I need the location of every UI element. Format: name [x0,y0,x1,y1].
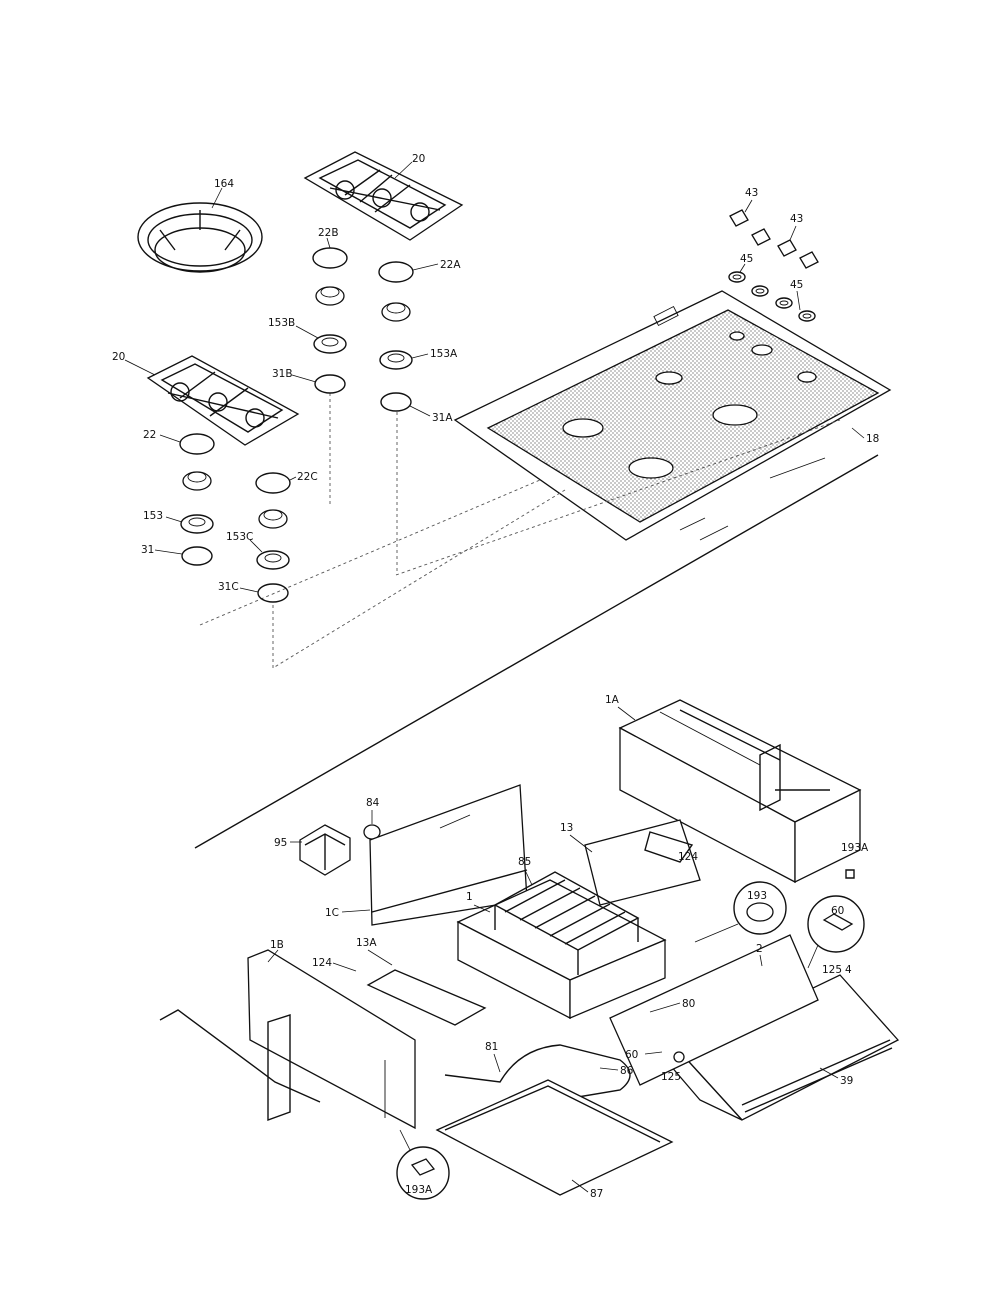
label-153c: 153C [226,531,253,543]
label-153a: 153A [430,348,458,360]
screw-193a-right [845,869,855,879]
label-193a-right: 193A [841,842,869,854]
label-1a: 1A [605,694,620,706]
label-2: 2 [756,943,763,955]
bolt-125 [673,1051,685,1063]
label-18: 18 [866,433,879,445]
label-193a-bottom: 193A [405,1184,433,1196]
label-125-right: 125 [822,964,842,976]
label-124-right: 124 [678,851,698,863]
burner-bases-153 [180,334,413,570]
label-4: 4 [845,964,852,976]
seal-rings-31 [181,374,412,603]
label-124-left: 124 [312,957,332,969]
label-22b: 22B [318,227,339,239]
section-divider-line [194,454,879,849]
cooktop-18 [453,290,892,541]
label-87: 87 [590,1188,603,1200]
label-20-left: 20 [112,351,125,363]
broil-element-81 [444,1044,631,1101]
label-43-a: 43 [745,187,758,199]
label-45-b: 45 [790,279,803,291]
bracket-13 [584,819,701,906]
label-39: 39 [840,1075,853,1087]
assembly-dashed-lines [199,393,841,669]
label-153b: 153B [268,317,295,329]
label-22: 22 [143,429,156,441]
label-22a: 22A [440,259,461,271]
label-125-drawer: 125 [661,1071,681,1083]
label-81: 81 [485,1041,498,1053]
label-31b: 31B [272,368,293,380]
grate-20-top [303,151,464,241]
wok-ring-164 [137,202,263,273]
label-164: 164 [214,178,234,190]
label-153: 153 [143,510,163,522]
label-43-b: 43 [790,213,803,225]
bracket-13a [366,969,487,1026]
label-60-drawer: 60 [625,1049,638,1061]
side-panel-1a [618,699,862,884]
label-95: 95 [274,837,287,849]
label-1b: 1B [270,939,284,951]
label-1: 1 [466,891,473,903]
label-22c: 22C [297,471,318,483]
label-13a: 13A [356,937,377,949]
control-knobs-43 [729,209,819,269]
knob-bezels-45 [728,271,816,322]
label-193: 193 [747,890,767,902]
callout-193 [694,881,787,943]
part-95 [299,824,351,876]
cap-22b [312,247,348,269]
label-1c: 1C [325,907,339,919]
label-31c: 31C [218,581,239,593]
tray-87 [435,1079,674,1196]
grate-20-left [146,355,300,446]
broiler-rack-85 [493,871,640,975]
cap-22c [255,472,291,494]
drawer-panel-2 [609,934,819,1086]
label-60-callout: 60 [831,905,844,917]
callout-193a-bottom [396,1129,450,1200]
label-86: 86 [620,1065,634,1077]
label-13: 13 [560,822,573,834]
side-panel-1b [159,949,416,1130]
label-85: 85 [518,856,531,868]
label-31a: 31A [432,412,453,424]
callout-60 [807,895,865,969]
burner-heads [182,286,411,529]
label-84: 84 [366,797,380,809]
cap-22 [179,433,215,455]
label-80: 80 [682,998,695,1010]
label-31: 31 [141,544,154,556]
label-20-top: 20 [412,153,425,165]
label-45-a: 45 [740,253,753,265]
cap-22a [378,261,414,283]
